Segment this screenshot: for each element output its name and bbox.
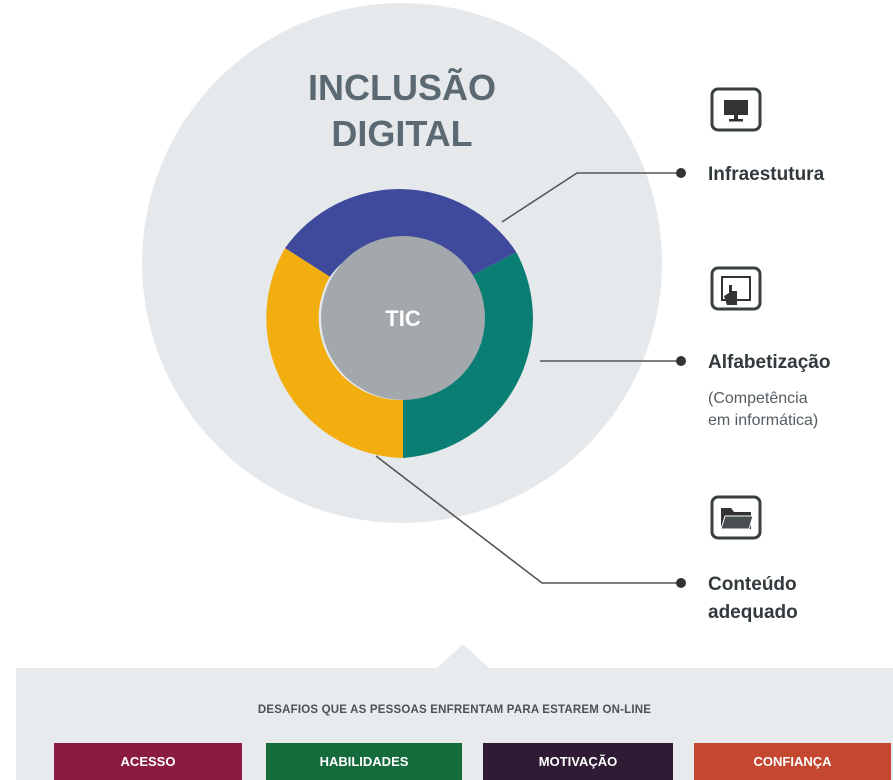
connector-infraestrutura [501, 172, 679, 223]
challenge-acesso: ACESSO [54, 743, 242, 780]
title-line-2: DIGITAL [331, 113, 472, 154]
challenges-panel: DESAFIOS QUE AS PESSOAS ENFRENTAM PARA E… [16, 668, 893, 780]
connector-conteudo [375, 455, 679, 584]
center-circle [321, 236, 485, 400]
label-alfabetizacao: Alfabetização [708, 352, 830, 373]
challenges-title: DESAFIOS QUE AS PESSOAS ENFRENTAM PARA E… [257, 704, 652, 716]
label-conteudo-line-1: Conteúdo [708, 574, 797, 595]
title-line-1: INCLUSÃO [308, 66, 496, 108]
segment-conteudo [266, 248, 403, 458]
center-label: TIC [385, 306, 421, 331]
panel-pointer [437, 644, 489, 668]
challenge-motivacao: MOTIVAÇÃO [483, 743, 673, 780]
folder-icon [710, 495, 762, 540]
sublabel-alfabetizacao-line-1: (Competência [708, 390, 808, 407]
segment-infraestrutura [285, 189, 517, 280]
connector-dot-conteudo [676, 578, 686, 588]
challenge-habilidades: HABILIDADES [266, 743, 462, 780]
connector-dot-alfabetizacao [676, 356, 686, 366]
connector-dot-infraestrutura [676, 168, 686, 178]
label-conteudo-line-2: adequado [708, 602, 798, 623]
challenge-confianca: CONFIANÇA [694, 743, 891, 780]
touch-tablet-icon [710, 266, 762, 311]
monitor-icon [710, 87, 762, 132]
inclusion-diagram: INCLUSÃO DIGITAL TIC Infraestutura Alfab… [142, 3, 830, 623]
sublabel-alfabetizacao-line-2: em informática) [708, 412, 818, 429]
label-infraestrutura: Infraestutura [708, 164, 825, 185]
